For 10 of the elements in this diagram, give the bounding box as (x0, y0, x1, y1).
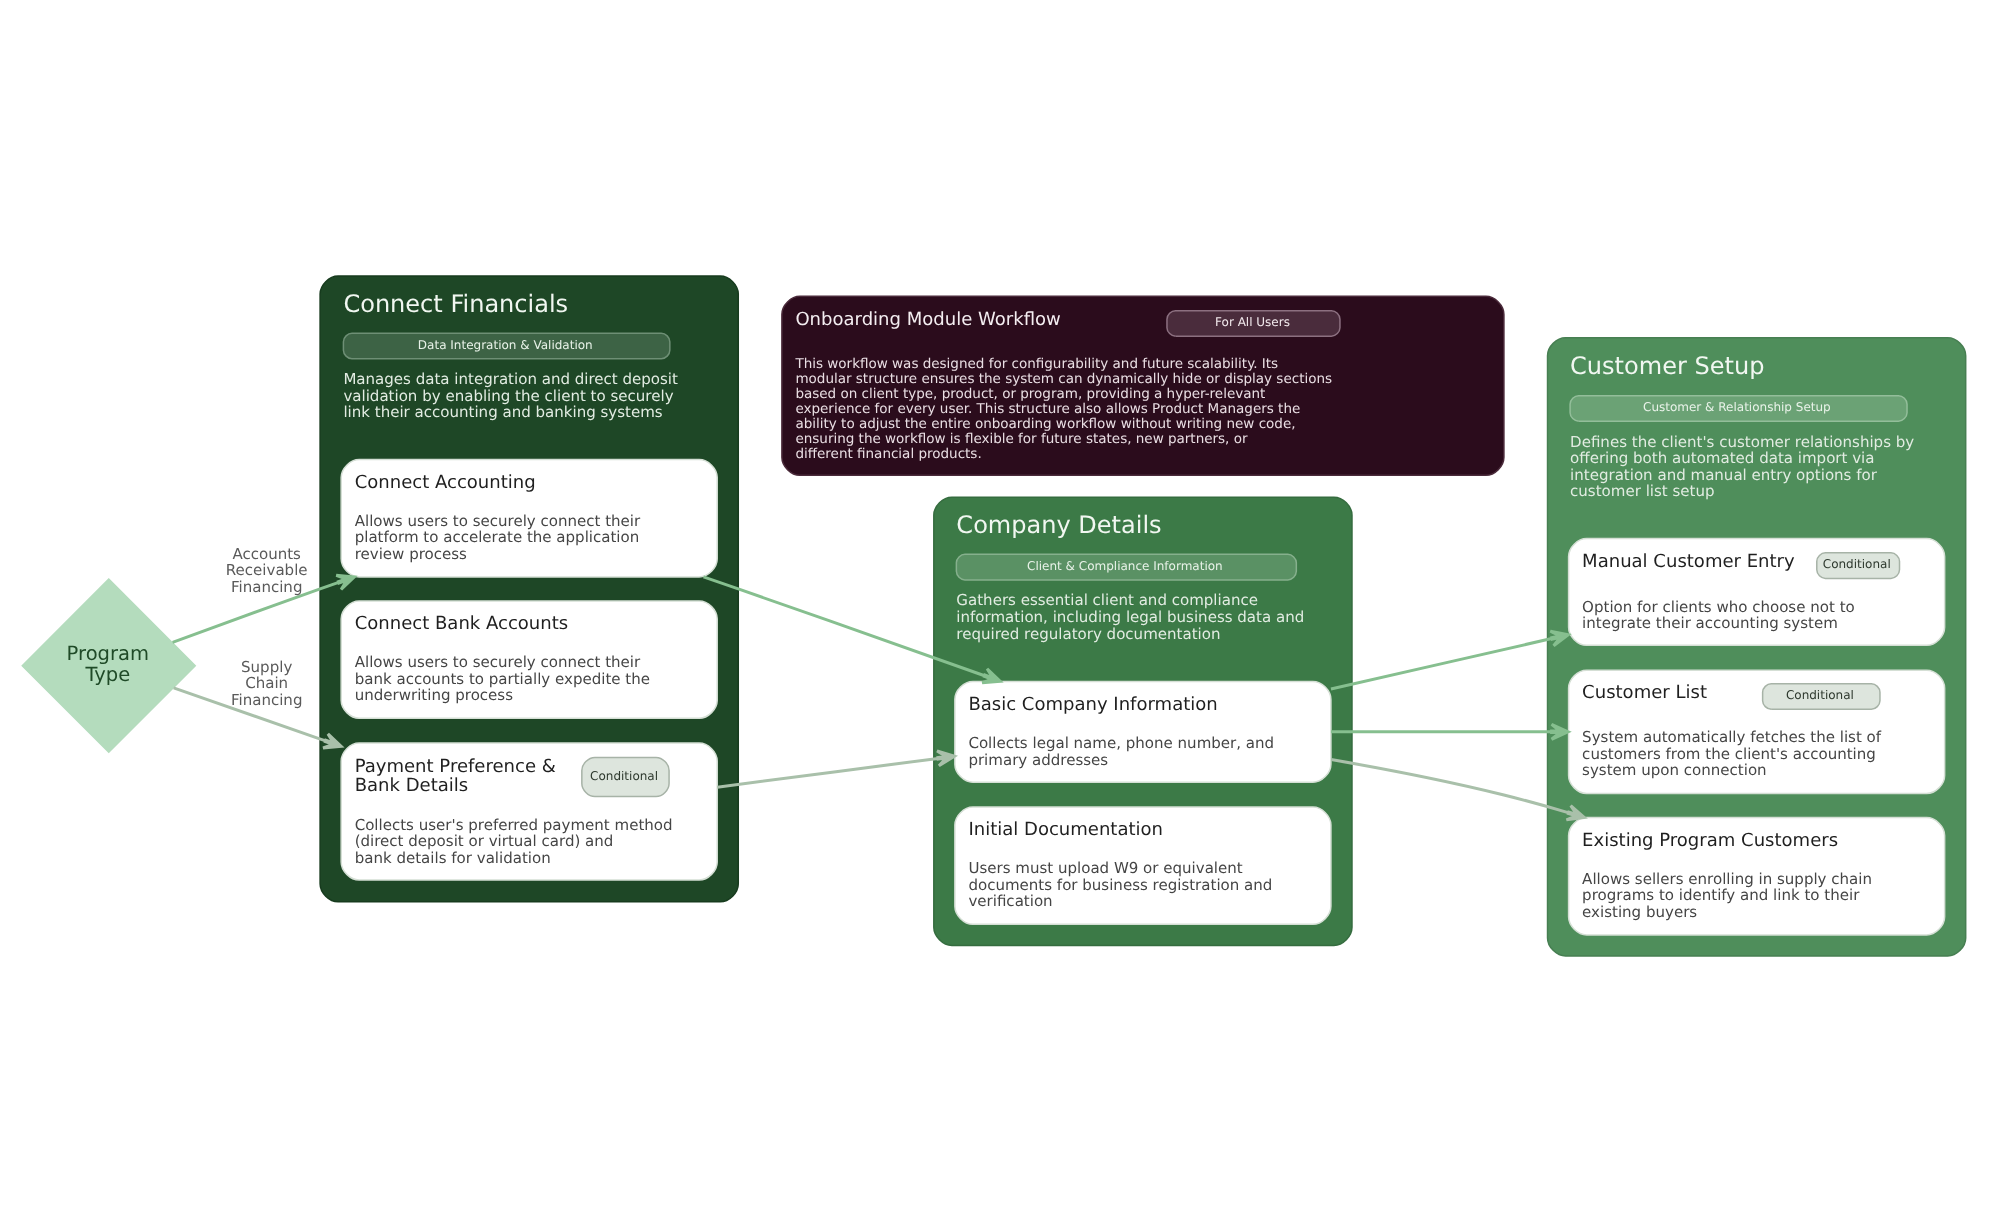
edge-label: Accounts Receivable Financing (225, 544, 308, 596)
arrow (172, 573, 356, 644)
arrow (1330, 722, 1570, 741)
edge-label: Supply Chain Financing (230, 657, 303, 709)
arrow (717, 749, 956, 789)
node-diamond: Program Type (21, 578, 197, 754)
arrow (1330, 629, 1570, 691)
arrow (173, 686, 343, 750)
arrow (703, 575, 1002, 685)
arrow (1330, 758, 1586, 822)
